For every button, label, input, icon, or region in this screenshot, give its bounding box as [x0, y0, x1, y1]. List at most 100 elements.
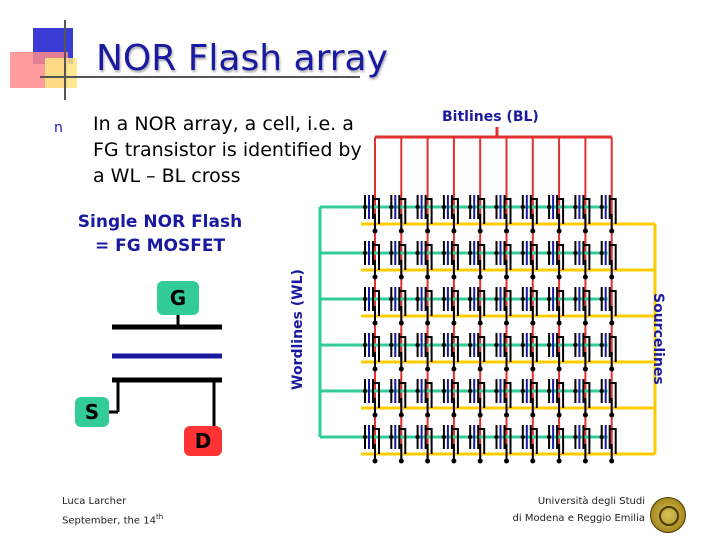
cell-gate-node: [468, 342, 473, 348]
cell-drain-node: [504, 458, 509, 464]
cell-drain-node: [372, 366, 378, 372]
cell-drain-lead: [451, 444, 455, 461]
cell-source-lead: [478, 336, 486, 362]
cell-drain-lead: [399, 260, 403, 277]
cell-source-lead: [557, 198, 565, 224]
cell-drain-node: [477, 366, 483, 372]
cell-source-lead: [478, 428, 486, 454]
cell-drain-lead: [399, 306, 403, 323]
cell-drain-lead: [425, 352, 429, 369]
cell-gate-node: [362, 296, 368, 302]
cell-source-lead: [425, 198, 433, 224]
university-seal-icon: [650, 497, 686, 533]
cell-drain-node: [398, 274, 404, 280]
cell-drain-lead: [373, 306, 376, 323]
cell-source-lead: [609, 382, 617, 408]
cell-gate-node: [468, 204, 473, 210]
cell-source-lead: [399, 382, 407, 408]
cell-source-lead: [583, 198, 591, 224]
cell-drain-lead: [609, 444, 613, 461]
cell-drain-node: [451, 412, 457, 418]
cell-source-lead: [583, 428, 591, 454]
cell-drain-node: [451, 274, 457, 280]
cell-drain-node: [556, 320, 562, 326]
cell-gate-node: [389, 296, 394, 302]
cell-drain-node: [425, 412, 431, 418]
cell-source-lead: [504, 382, 512, 408]
cell-drain-lead: [425, 260, 429, 277]
cell-drain-lead: [530, 398, 534, 415]
cell-gate-node: [362, 388, 368, 394]
cell-drain-lead: [530, 260, 534, 277]
cell-drain-node: [556, 274, 562, 280]
cell-gate-node: [494, 296, 499, 302]
cell-source-lead: [504, 290, 512, 316]
slide-title: NOR Flash array: [96, 38, 388, 79]
cell-gate-node: [415, 204, 420, 210]
cell-drain-node: [582, 366, 588, 372]
cell-gate-node: [599, 434, 604, 440]
cell-gate-node: [546, 296, 552, 302]
cell-source-lead: [583, 382, 591, 408]
cell-gate-node: [389, 388, 394, 394]
cell-source-lead: [399, 428, 407, 454]
cell-drain-node: [372, 228, 378, 234]
cell-drain-node: [556, 366, 562, 372]
cell-drain-lead: [425, 214, 429, 231]
cell-gate-node: [520, 250, 525, 256]
cell-drain-lead: [478, 260, 482, 277]
cell-source-lead: [399, 290, 407, 316]
cell-drain-lead: [373, 214, 376, 231]
cell-drain-lead: [451, 306, 455, 323]
cell-gate-node: [362, 204, 368, 210]
cell-gate-node: [546, 434, 552, 440]
cell-gate-node: [546, 388, 552, 394]
cell-gate-node: [520, 434, 525, 440]
cell-source-lead: [373, 428, 380, 454]
cell-source-lead: [399, 336, 407, 362]
cell-gate-node: [389, 342, 394, 348]
cell-gate-node: [415, 296, 420, 302]
cell-drain-lead: [425, 398, 429, 415]
bullet-marker: n: [54, 120, 63, 136]
cell-drain-node: [398, 366, 404, 372]
device-label-line2: = FG MOSFET: [94, 236, 226, 256]
cell-drain-node: [504, 274, 509, 280]
nor-array: [318, 127, 657, 464]
cell-source-lead: [451, 382, 459, 408]
cell-gate-node: [494, 250, 499, 256]
cell-drain-node: [530, 412, 536, 418]
cell-gate-node: [468, 250, 473, 256]
cell-source-lead: [451, 428, 459, 454]
cell-drain-node: [530, 274, 536, 280]
cell-drain-node: [398, 228, 404, 234]
drain-label: D: [184, 426, 222, 456]
cell-source-lead: [451, 336, 459, 362]
cell-source-lead: [451, 290, 459, 316]
cell-drain-lead: [504, 398, 508, 415]
cell-gate-node: [546, 204, 552, 210]
title-decoration-horizontal-line: [40, 76, 360, 78]
cell-gate-node: [362, 434, 368, 440]
cell-drain-lead: [557, 306, 561, 323]
cell-source-lead: [504, 336, 512, 362]
cell-drain-node: [609, 412, 615, 418]
cell-drain-node: [530, 458, 536, 464]
cell-gate-node: [441, 342, 447, 348]
cell-drain-lead: [425, 444, 429, 461]
cell-drain-node: [477, 228, 483, 234]
cell-drain-lead: [399, 444, 403, 461]
cell-gate-node: [441, 388, 447, 394]
cell-source-lead: [609, 428, 617, 454]
cell-drain-lead: [399, 398, 403, 415]
cell-gate-node: [468, 434, 473, 440]
cell-gate-node: [441, 250, 447, 256]
cell-gate-node: [362, 250, 368, 256]
cell-source-lead: [557, 428, 565, 454]
cell-drain-lead: [504, 444, 508, 461]
cell-gate-node: [441, 296, 447, 302]
cell-drain-lead: [609, 352, 613, 369]
cell-source-lead: [373, 382, 380, 408]
cell-drain-node: [582, 320, 588, 326]
cell-source-lead: [425, 290, 433, 316]
